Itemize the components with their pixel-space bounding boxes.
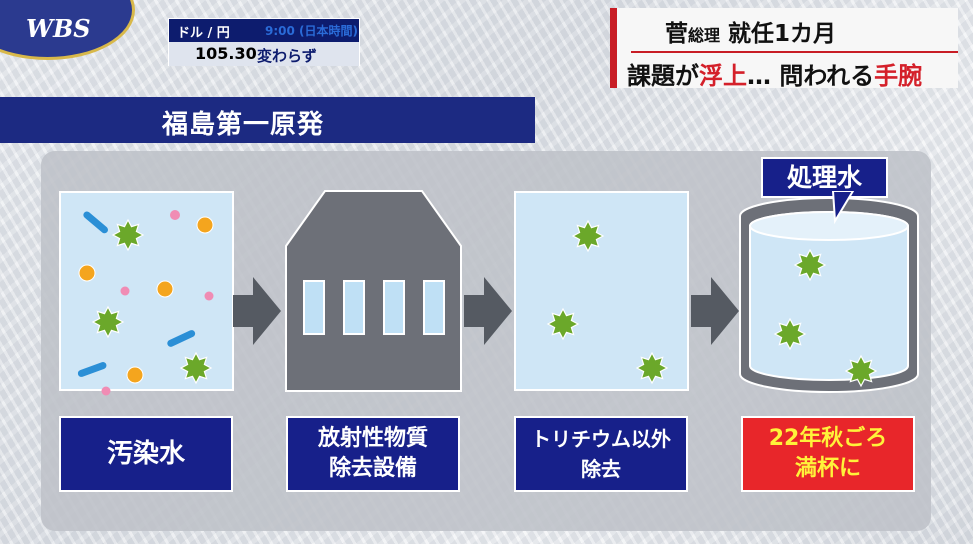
headline-part-a: 課題が xyxy=(627,62,699,90)
arrow-right-icon xyxy=(691,277,739,345)
headline-line-1: 菅総理 就任1カ月 xyxy=(665,14,836,48)
treatment-facility-icon xyxy=(285,190,462,392)
callout-tail-icon xyxy=(831,191,855,225)
broadcaster-logo-text: WBS xyxy=(26,14,91,43)
currency-ticker: ドル / 円 9:00 (日本時間) 105.30 変わらず xyxy=(168,18,360,66)
headline-title: 総理 xyxy=(688,26,721,45)
contaminant-particles xyxy=(77,210,214,396)
news-headline: 菅総理 就任1カ月 課題が浮上… 問われる手腕 xyxy=(610,8,958,91)
arrow-right-icon xyxy=(464,277,512,345)
step-label-line: 除去設備 xyxy=(328,456,417,481)
exchange-rate-value: 105.30 xyxy=(195,44,257,63)
section-title-bar: 福島第一原発 xyxy=(0,97,535,143)
headline-part-b: … 問われる xyxy=(747,62,875,90)
tritium-particles xyxy=(92,219,877,387)
process-diagram-panel: 処理水 xyxy=(41,151,931,531)
step-label-line: 22年秋ごろ xyxy=(768,426,888,451)
arrow-right-icon xyxy=(233,277,281,345)
headline-line-2: 課題が浮上… 問われる手腕 xyxy=(627,56,922,91)
ticker-strip xyxy=(169,42,359,66)
step-label-tank-full: 22年秋ごろ 満杯に xyxy=(741,416,915,492)
step-label-line: 放射性物質 xyxy=(317,426,428,451)
step-label-removal-equipment: 放射性物質 除去設備 xyxy=(286,416,460,492)
step-label-line: トリチウム以外 xyxy=(531,427,671,451)
headline-emphasis-1: 浮上 xyxy=(699,62,747,90)
step-label-line: 満杯に xyxy=(794,456,861,481)
headline-divider xyxy=(631,51,958,53)
headline-rest: 就任1カ月 xyxy=(728,21,837,47)
step-label-line: 汚染水 xyxy=(106,439,185,469)
particle-layer xyxy=(77,210,877,396)
currency-pair-label: ドル / 円 xyxy=(177,26,230,41)
step-label-non-tritium-removal: トリチウム以外 除去 xyxy=(514,416,688,492)
headline-emphasis-2: 手腕 xyxy=(874,62,923,90)
headline-name: 菅 xyxy=(665,21,688,47)
step-label-line: 除去 xyxy=(581,457,621,481)
section-title: 福島第一原発 xyxy=(162,110,325,140)
treated-water-callout: 処理水 xyxy=(761,157,888,198)
ticker-time: 9:00 (日本時間) xyxy=(265,24,358,38)
exchange-rate-change: 変わらず xyxy=(257,47,317,65)
step-label-contaminated-water: 汚染水 xyxy=(59,416,233,492)
